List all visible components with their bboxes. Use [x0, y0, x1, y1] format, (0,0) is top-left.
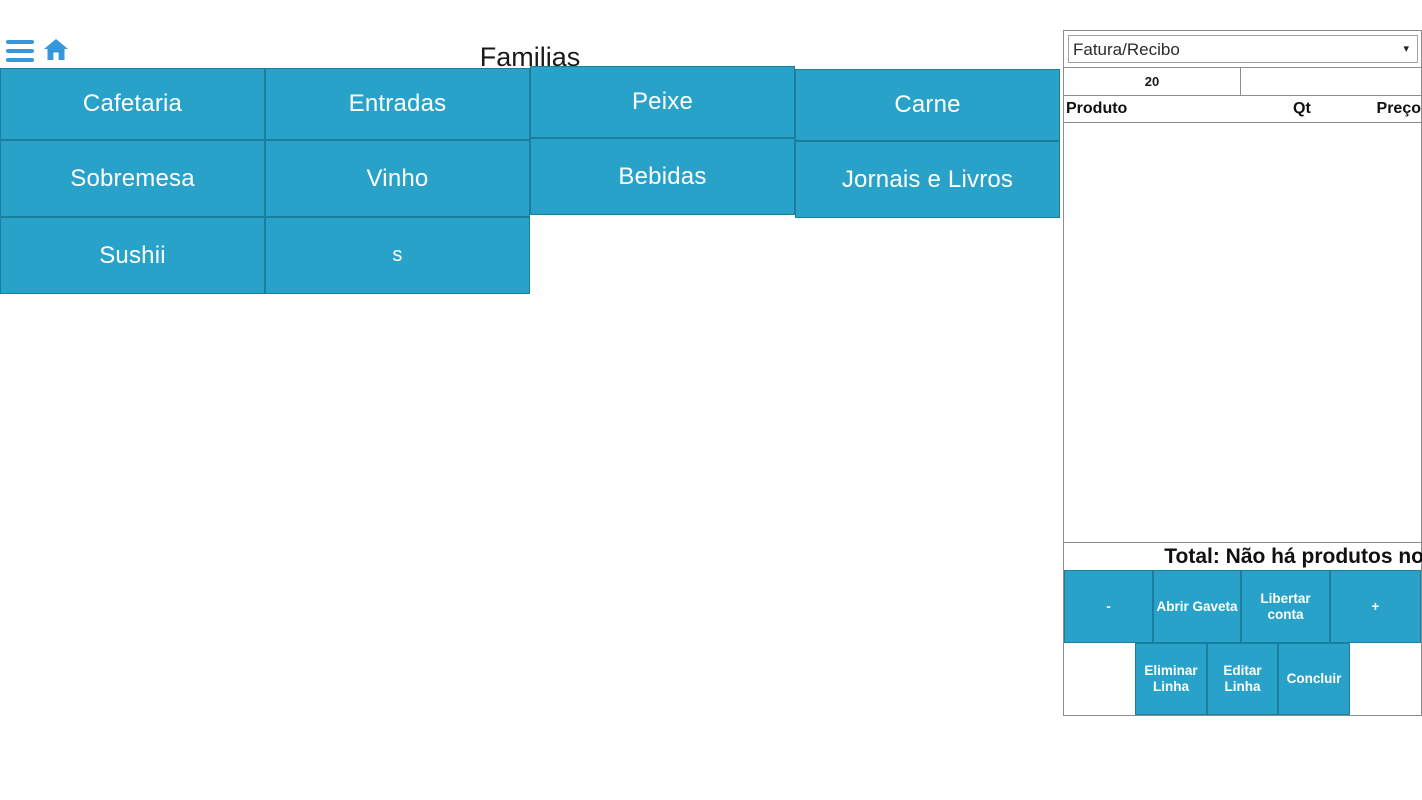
order-table-header: Produto Qt Preço [1064, 96, 1421, 123]
family-button-peixe[interactable]: Peixe [530, 66, 795, 138]
hamburger-bar-1 [6, 39, 34, 44]
open-drawer-button[interactable]: Abrir Gaveta [1153, 570, 1241, 643]
increment-button[interactable]: + [1330, 570, 1421, 643]
family-button-label: Vinho [366, 164, 429, 192]
button-label: Editar Linha [1223, 663, 1262, 694]
family-button-sobremesa[interactable]: Sobremesa [0, 140, 265, 217]
family-button-label: Peixe [631, 88, 694, 115]
family-button-label: Cafetaria [82, 90, 183, 117]
order-meta-row: 20 [1064, 67, 1421, 96]
family-button-sushii[interactable]: Sushii [0, 217, 265, 294]
finish-button[interactable]: Concluir [1278, 643, 1350, 715]
document-type-select[interactable]: Fatura/Recibo [1068, 35, 1418, 63]
family-button-entradas[interactable]: Entradas [265, 68, 530, 140]
button-label: Concluir [1286, 671, 1342, 687]
family-button-s[interactable]: s [265, 217, 530, 294]
column-header-produto: Produto [1066, 100, 1128, 117]
column-header-qt: Qt [1293, 100, 1311, 117]
family-row-2: Sobremesa Vinho Bebidas Jornais e Livros [0, 138, 1060, 218]
empty-cell-right [1349, 643, 1421, 715]
column-header-preco: Preço [1376, 100, 1421, 117]
action-row-1: - Abrir Gaveta Libertar conta + [1064, 570, 1421, 643]
order-panel: Fatura/Recibo ▾ 20 Produto Qt Preço Tota… [1063, 30, 1422, 716]
hamburger-menu-icon[interactable] [6, 39, 34, 62]
family-button-jornais-e-livros[interactable]: Jornais e Livros [795, 141, 1060, 218]
button-label: Libertar conta [1260, 590, 1311, 622]
family-button-label: Sushii [99, 241, 166, 269]
family-button-carne[interactable]: Carne [795, 69, 1060, 141]
family-button-label: Entradas [348, 90, 447, 117]
family-button-label: Jornais e Livros [841, 165, 1014, 193]
button-label: Eliminar Linha [1144, 663, 1198, 694]
action-row-2: Eliminar Linha Editar Linha Concluir [1064, 643, 1421, 715]
document-type-select-holder: Fatura/Recibo ▾ [1068, 35, 1418, 63]
family-button-grid: Cafetaria Entradas Peixe Carne Sobremesa… [0, 66, 1060, 294]
home-icon[interactable] [43, 38, 69, 62]
top-bar [0, 30, 1060, 70]
decrement-button[interactable]: - [1064, 570, 1153, 643]
family-button-label: Carne [894, 91, 961, 118]
family-button-cafetaria[interactable]: Cafetaria [0, 68, 265, 140]
button-label: + [1371, 598, 1380, 614]
hamburger-bar-2 [6, 48, 34, 53]
family-button-label: Sobremesa [70, 164, 195, 192]
family-row-3: Sushii s [0, 217, 1060, 294]
order-items-list[interactable] [1064, 123, 1421, 543]
button-label: Abrir Gaveta [1156, 598, 1238, 614]
document-type-area: Fatura/Recibo ▾ [1064, 31, 1421, 66]
edit-line-button[interactable]: Editar Linha [1206, 643, 1279, 715]
empty-cell-left [1064, 643, 1136, 715]
release-account-button[interactable]: Libertar conta [1241, 570, 1330, 643]
family-button-vinho[interactable]: Vinho [265, 140, 530, 217]
family-button-bebidas[interactable]: Bebidas [530, 138, 795, 215]
order-total-label: Total: Não há produtos no [1164, 544, 1422, 568]
family-row-1: Cafetaria Entradas Peixe Carne [0, 66, 1060, 141]
table-number-cell[interactable]: 20 [1064, 68, 1241, 95]
order-meta-secondary-cell[interactable] [1241, 68, 1421, 95]
top-bar-icons [6, 38, 69, 62]
family-button-label: Bebidas [618, 162, 707, 190]
family-button-label: s [392, 244, 403, 266]
delete-line-button[interactable]: Eliminar Linha [1135, 643, 1207, 715]
hamburger-bar-3 [6, 57, 34, 62]
order-total: Total: Não há produtos no [1064, 543, 1422, 570]
button-label: - [1106, 598, 1111, 614]
